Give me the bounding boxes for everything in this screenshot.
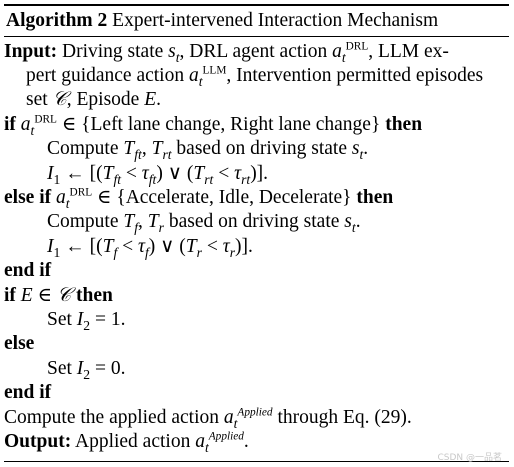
input-keyword: Input: (4, 40, 58, 62)
math: Tr (185, 235, 202, 260)
input-line-3: set 𝒞, Episode E. (4, 88, 509, 112)
kw: else if (4, 187, 52, 209)
compute-lane-line: Compute Tft, Trt based on driving state … (47, 138, 369, 163)
sup: DRL (345, 40, 369, 53)
kw: end if (4, 260, 52, 282)
text: {Accelerate, Idle, Decelerate} (116, 187, 352, 209)
kw: if (4, 284, 16, 306)
math: atDRL (20, 113, 57, 138)
text: pert guidance action (26, 65, 189, 86)
sup: Applied (237, 406, 273, 419)
endif-line-2: end if (4, 381, 509, 405)
math: atDRL (55, 186, 93, 211)
text: {Left lane change, Right lane change} (81, 113, 381, 135)
math: τft (141, 162, 157, 187)
text: Compute the applied action (4, 406, 224, 428)
math: st (351, 138, 364, 163)
sup: Applied (208, 430, 244, 443)
text: , LLM ex- (368, 40, 449, 62)
math-a-drl: atDRL (332, 40, 369, 65)
math: st (344, 211, 356, 236)
kw: else (4, 333, 35, 355)
math-a-llm: atLLM (188, 64, 227, 89)
caption-rule (4, 35, 509, 37)
text: = 1. (95, 309, 126, 331)
top-rule (4, 4, 509, 6)
elseif-line: else if atDRL ∈ {Accelerate, Idle, Decel… (4, 186, 394, 211)
text: = 0. (95, 357, 126, 379)
algorithm-body: Input: Driving state st, DRL agent actio… (4, 37, 509, 461)
math: Tf (102, 235, 118, 260)
math-e: E (144, 89, 157, 111)
sup: DRL (69, 186, 93, 199)
text: Applied action (71, 431, 196, 453)
compute-speed-line: Compute Tf, Tr based on driving state st… (47, 211, 361, 236)
text: , Episode (66, 89, 145, 111)
text: set (26, 89, 53, 111)
algorithm-label: Algorithm 2 (6, 9, 108, 31)
kw: then (385, 113, 423, 135)
math: I (47, 235, 54, 257)
math: Tr (147, 211, 164, 236)
i1-lane-line: I1 ← [(Tft < τft) ∨ (Trt < τrt)]. (47, 162, 269, 187)
text: , DRL agent action (179, 40, 333, 62)
else-line: else (4, 332, 509, 356)
text: , Intervention permitted episodes (226, 65, 484, 86)
endif-line-1: end if (4, 259, 509, 283)
set-i2-one-line: Set I2 = 1. (47, 309, 126, 333)
input-line-1: Input: Driving state st, DRL agent actio… (4, 40, 509, 64)
math: Trt (151, 138, 172, 163)
text: Set (47, 357, 77, 379)
if-line: if atDRL ∈ {Left lane change, Right lane… (4, 113, 423, 138)
bottom-rule (4, 460, 509, 462)
text: based on driving state (171, 138, 352, 160)
text: through Eq. (29). (272, 406, 412, 428)
text: . (243, 431, 249, 453)
kw: then (76, 284, 113, 306)
text: . (363, 138, 369, 160)
text: . (156, 89, 162, 111)
kw: end if (4, 382, 52, 404)
math: Tft (102, 162, 122, 187)
math: τr (222, 235, 235, 260)
math: I (47, 162, 54, 184)
math: Tf (123, 211, 139, 236)
math: I (76, 357, 84, 379)
algorithm-caption: Algorithm 2 Expert-intervened Interactio… (4, 6, 509, 36)
output-line: Output: Applied action atApplied. (4, 430, 509, 454)
text: Set (47, 309, 77, 331)
math: τrt (234, 162, 251, 187)
math: Trt (193, 162, 214, 187)
if-episode-line: if E ∈ 𝒞 then (4, 284, 113, 306)
text: based on driving state (163, 211, 345, 233)
math: Tft (123, 138, 142, 163)
math: E (20, 284, 33, 306)
sup: LLM (202, 64, 227, 77)
text: Compute (47, 211, 124, 233)
sup: DRL (34, 113, 57, 126)
text: . (355, 211, 361, 233)
math: τf (137, 235, 149, 260)
kw: if (4, 113, 16, 135)
math-s-t: st (168, 40, 180, 65)
text: Driving state (62, 40, 169, 62)
kw: then (356, 187, 394, 209)
math-set-c: 𝒞 (52, 89, 67, 111)
math: 𝒞 (56, 284, 72, 306)
math: atApplied (223, 406, 273, 431)
algorithm-title: Expert-intervened Interaction Mechanism (112, 9, 439, 31)
kw: Output: (4, 431, 72, 453)
watermark: CSDN @一品茗 (437, 453, 502, 463)
i1-speed-line: I1 ← [(Tf < τf) ∨ (Tr < τr)]. (47, 235, 253, 260)
math: atApplied (195, 430, 244, 455)
input-line-2: pert guidance action atLLM, Intervention… (4, 64, 509, 88)
compute-applied-line: Compute the applied action atApplied thr… (4, 406, 509, 430)
math: I (76, 309, 84, 331)
text: Compute (47, 138, 124, 160)
algorithm-block: Algorithm 2 Expert-intervened Interactio… (4, 4, 509, 462)
set-i2-zero-line: Set I2 = 0. (47, 357, 126, 382)
